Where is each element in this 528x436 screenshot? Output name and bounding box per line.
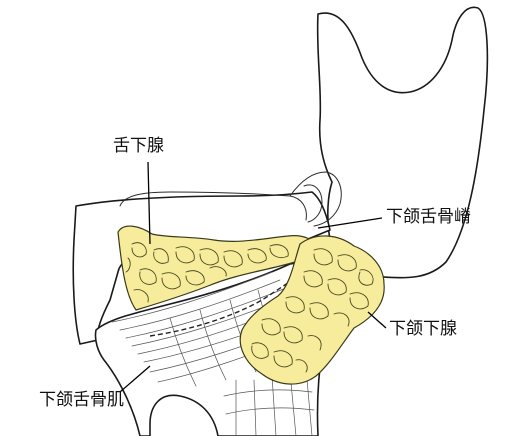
submandibular-gland-label: 下颌下腺 [389, 319, 457, 339]
mandible-inner-edge-2 [289, 171, 342, 227]
mandible-inner-edge-3 [303, 184, 323, 223]
sublingual-lobules [125, 242, 289, 303]
submandibular-gland [239, 235, 385, 385]
mandible-ramus [316, 6, 489, 279]
submandibular-lobules [251, 248, 374, 373]
leader-sublingual [147, 161, 151, 245]
sublingual-gland-label: 舌下腺 [113, 136, 164, 156]
leader-ridge [317, 217, 383, 229]
mandible-inner-edge [119, 191, 307, 221]
leader-muscle [119, 365, 151, 393]
mylohyoid-line-label: 下颌舌骨嵴 [386, 207, 471, 227]
mylohyoid-muscle-label: 下颌舌骨肌 [39, 390, 124, 410]
leader-submandibular [367, 311, 387, 329]
